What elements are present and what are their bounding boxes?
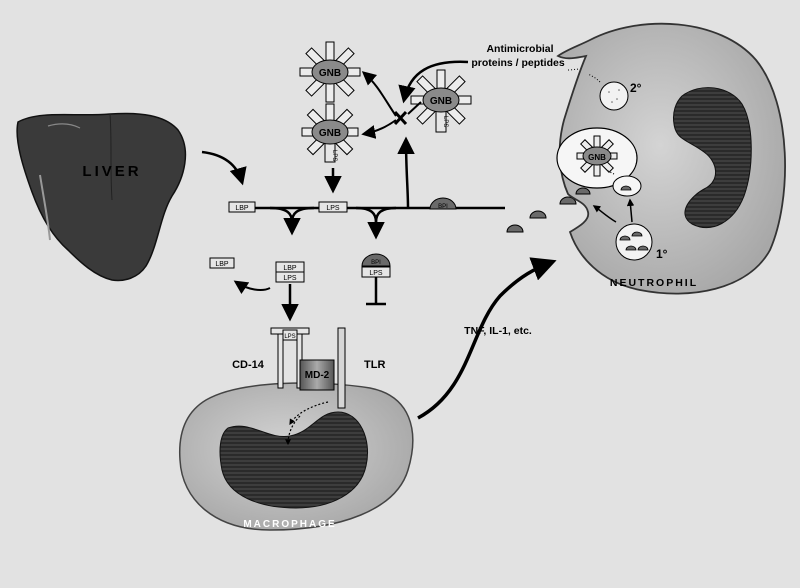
secondary-granule: 2° — [599, 81, 642, 111]
svg-text:LPS: LPS — [369, 270, 383, 277]
free-bpi — [506, 196, 577, 233]
svg-text:LBP: LBP — [235, 205, 249, 212]
tlr-label: TLR — [364, 359, 385, 371]
antimicrobial-arrow — [398, 60, 469, 104]
svg-text:LPS: LPS — [331, 150, 337, 161]
signal-arrow-2 — [285, 415, 301, 446]
lbp-release-arrow — [233, 280, 271, 295]
lps-box-line: LPS — [318, 201, 348, 213]
svg-text:LBP: LBP — [215, 261, 229, 268]
svg-text:MD-2: MD-2 — [305, 370, 330, 381]
gnb-lps-right: GNB LPS — [410, 69, 472, 133]
svg-text:GNB: GNB — [430, 96, 452, 107]
lbp-box-line: LBP — [228, 201, 256, 213]
gnb-split-junction — [361, 71, 422, 139]
granule-fusion-arrow — [626, 198, 635, 223]
macrophage: MACROPHAGE — [178, 382, 414, 531]
lbp-free: LBP — [209, 257, 235, 269]
svg-text:LPS: LPS — [442, 116, 448, 127]
antimicrobial-label-1: Antimicrobial — [486, 43, 553, 55]
svg-text:BPI: BPI — [371, 260, 381, 266]
cytokine-label: TNF, IL-1, etc. — [464, 325, 532, 337]
signal-arrow-1 — [289, 401, 329, 426]
gnb-lps-left: GNB LPS — [301, 103, 359, 163]
svg-text:2°: 2° — [630, 81, 642, 95]
liver-secretion-arrow — [201, 150, 247, 186]
liver: LIVER — [16, 112, 187, 282]
neutrophil-label: NEUTROPHIL — [610, 277, 698, 289]
phagolysosome: GNB — [556, 127, 642, 197]
svg-text:GNB: GNB — [588, 153, 606, 162]
svg-text:BPI: BPI — [438, 204, 448, 210]
cd14-label: CD-14 — [232, 359, 265, 371]
bpi-line: BPI — [429, 197, 457, 210]
tlr-receptor — [337, 327, 346, 409]
lbp-lps-complex: LBP LPS — [275, 261, 305, 283]
md2-block: MD-2 — [299, 359, 335, 391]
svg-text:1°: 1° — [656, 247, 668, 261]
bpi-lps-complex: BPI LPS — [361, 253, 391, 306]
svg-text:LBP: LBP — [283, 265, 297, 272]
liver-label: LIVER — [82, 163, 141, 180]
cytokine-arrow — [417, 257, 557, 420]
svg-text:LPS: LPS — [326, 205, 340, 212]
antimicrobial-label-2: proteins / peptides — [471, 57, 565, 69]
svg-text:LPS: LPS — [283, 275, 297, 282]
svg-text:GNB: GNB — [319, 128, 341, 139]
plasma-line — [230, 136, 505, 240]
svg-text:LPS: LPS — [284, 334, 295, 340]
svg-text:GNB: GNB — [319, 68, 341, 79]
macrophage-label: MACROPHAGE — [243, 519, 336, 530]
primary-granule: 1° — [615, 223, 668, 261]
gnb-top: GNB — [299, 41, 361, 103]
granule-to-surface-arrow — [592, 205, 617, 223]
membrane-bpi — [575, 187, 591, 195]
